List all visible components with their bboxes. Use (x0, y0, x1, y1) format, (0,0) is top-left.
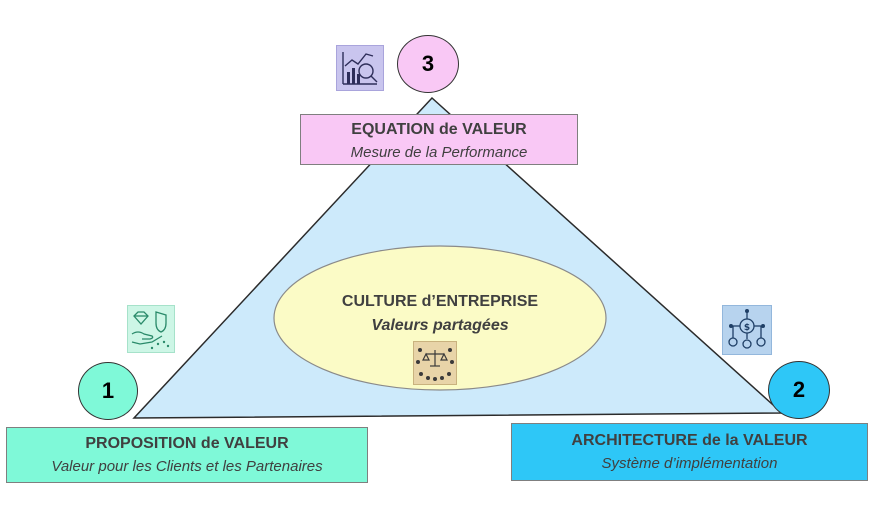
chart-magnifier-icon (336, 45, 384, 91)
top-subtitle: Mesure de la Performance (350, 144, 528, 161)
left-title: PROPOSITION de VALEUR (85, 435, 289, 452)
top-box: EQUATION de VALEUR Mesure de la Performa… (300, 114, 578, 165)
right-subtitle: Système d’implémentation (601, 455, 778, 472)
right-number-badge: 2 (768, 361, 830, 419)
scales-people-icon (413, 341, 457, 385)
diamond-shield-hand-icon (127, 305, 175, 353)
culture-ellipse (273, 245, 607, 391)
dollar-gears-network-icon: $ (722, 305, 772, 355)
culture-label: CULTURE d’ENTREPRISE Valeurs partagées (310, 293, 570, 335)
left-subtitle: Valeur pour les Clients et les Partenair… (51, 458, 323, 475)
culture-subtitle: Valeurs partagées (371, 317, 509, 334)
svg-text:$: $ (744, 323, 750, 333)
right-number: 2 (792, 377, 806, 402)
top-number: 3 (421, 51, 435, 76)
left-box: PROPOSITION de VALEUR Valeur pour les Cl… (6, 427, 368, 483)
left-number-badge: 1 (78, 362, 138, 420)
culture-title: CULTURE d’ENTREPRISE (341, 293, 539, 310)
top-number-badge: 3 (397, 35, 459, 93)
left-number: 1 (101, 378, 115, 403)
right-box: ARCHITECTURE de la VALEUR Système d’impl… (511, 423, 868, 481)
right-title: ARCHITECTURE de la VALEUR (571, 432, 808, 449)
top-title: EQUATION de VALEUR (351, 121, 527, 138)
